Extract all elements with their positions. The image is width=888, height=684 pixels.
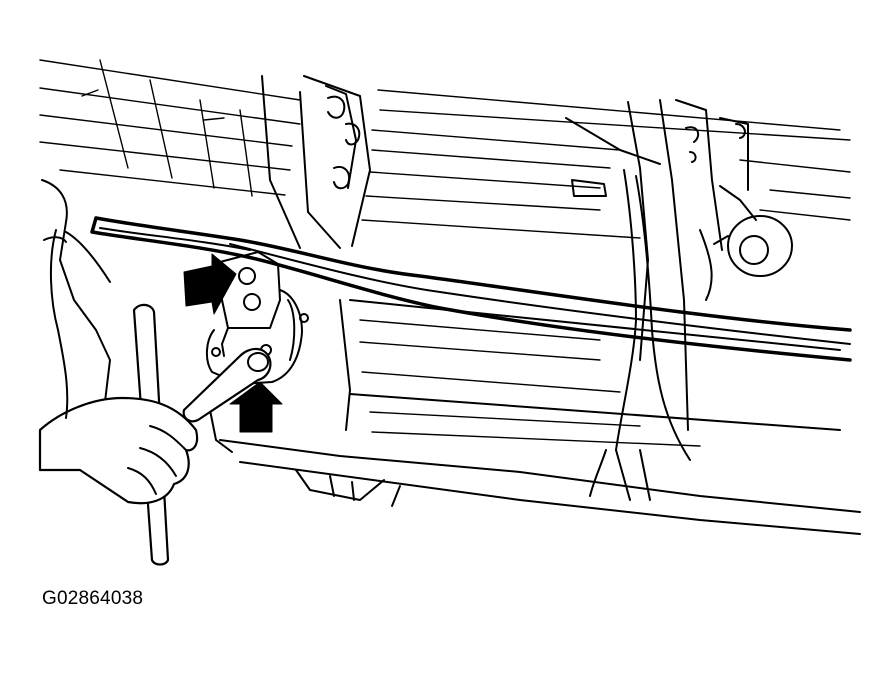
upper-body-panel: [261, 75, 371, 249]
technician-sleeve: [43, 229, 111, 419]
callout-arrow-lower-bolt: [229, 381, 283, 433]
technician-hand: [38, 396, 199, 505]
figure-code: G02864038: [42, 588, 144, 609]
grille-slats: [39, 59, 301, 197]
callout-arrow-upper-bolt: [183, 253, 237, 315]
bumper-reinforcement-bar: [90, 216, 852, 362]
bumper-mounting-bracket: [206, 251, 309, 385]
lower-radiator-support: [41, 179, 861, 535]
horn: [713, 215, 793, 277]
engine-bay-lines: [361, 89, 851, 239]
hood-latch-bracket: [565, 99, 757, 431]
